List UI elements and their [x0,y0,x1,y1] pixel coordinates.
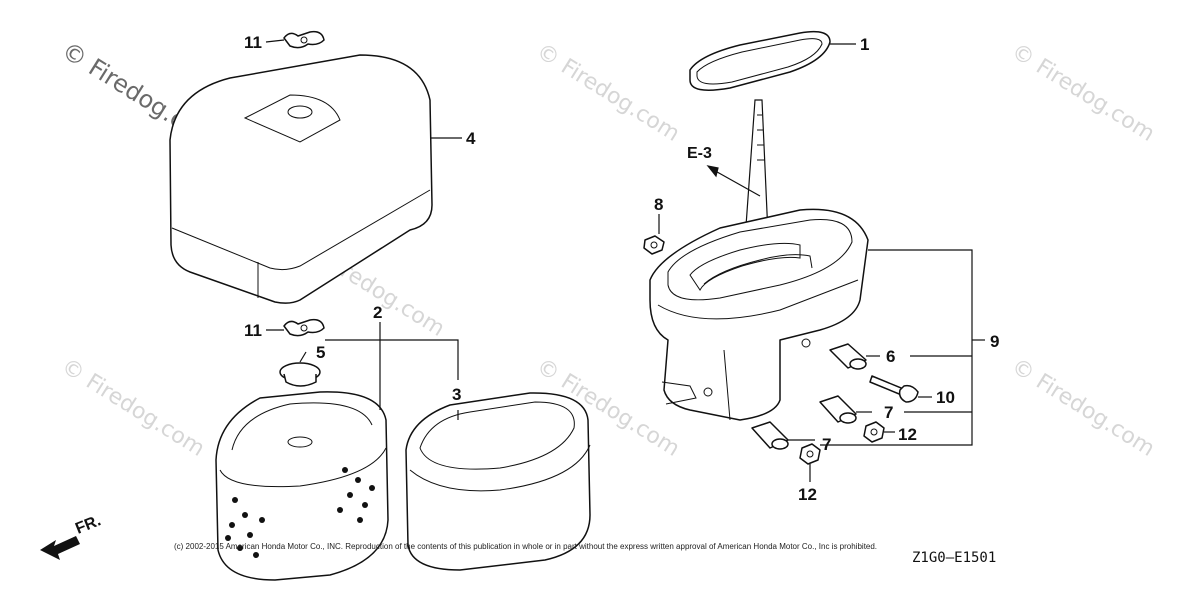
callout-5: 5 [316,343,325,362]
callout-7-upper: 7 [884,403,893,422]
callout-3: 3 [452,385,461,404]
foam-precleaner [405,392,591,571]
wing-nut-lower [283,318,325,337]
filter-element [215,391,389,581]
watermark: © Firedog.com [1007,354,1159,462]
copyright-notice: (c) 2002-2015 American Honda Motor Co., … [174,542,877,551]
front-arrow-icon [40,536,80,560]
callout-12-upper: 12 [898,425,917,444]
air-cleaner-cover [169,54,433,304]
reference-label: E-3 [687,145,712,162]
flange-nut-lower [799,443,821,465]
callout-11-lower: 11 [244,321,262,340]
nut-8 [643,235,665,255]
callouts: 1 2 3 4 5 6 7 7 8 9 10 11 11 12 12 [244,33,999,504]
callout-8: 8 [654,195,663,214]
collar-6 [829,343,867,370]
air-cleaner-case [649,208,869,421]
gasket [689,30,831,91]
collar-7-upper [819,395,857,424]
watermark: © Firedog.com [532,39,684,147]
collar-7-lower [751,421,789,450]
filter-holes [225,467,375,558]
callout-2: 2 [373,303,382,322]
flange-nut-upper [863,421,885,443]
callout-10: 10 [936,388,955,407]
diagram-code: Z1G0—E1501 [912,550,996,566]
leader-lines [265,39,985,482]
callout-6: 6 [886,347,895,366]
flange-bolt [869,375,919,403]
callout-12-lower: 12 [798,485,817,504]
grommet [279,362,321,387]
callout-4: 4 [466,129,476,148]
watermark: © Firedog.com [1007,39,1159,147]
callout-7-lower: 7 [822,435,831,454]
front-indicator: FR. [40,512,103,560]
callout-1: 1 [860,35,869,54]
wing-nut-upper [283,30,325,49]
watermark: © Firedog.com [57,354,209,462]
front-label: FR. [73,512,103,537]
callout-9: 9 [990,332,999,351]
callout-11-upper: 11 [244,33,262,52]
